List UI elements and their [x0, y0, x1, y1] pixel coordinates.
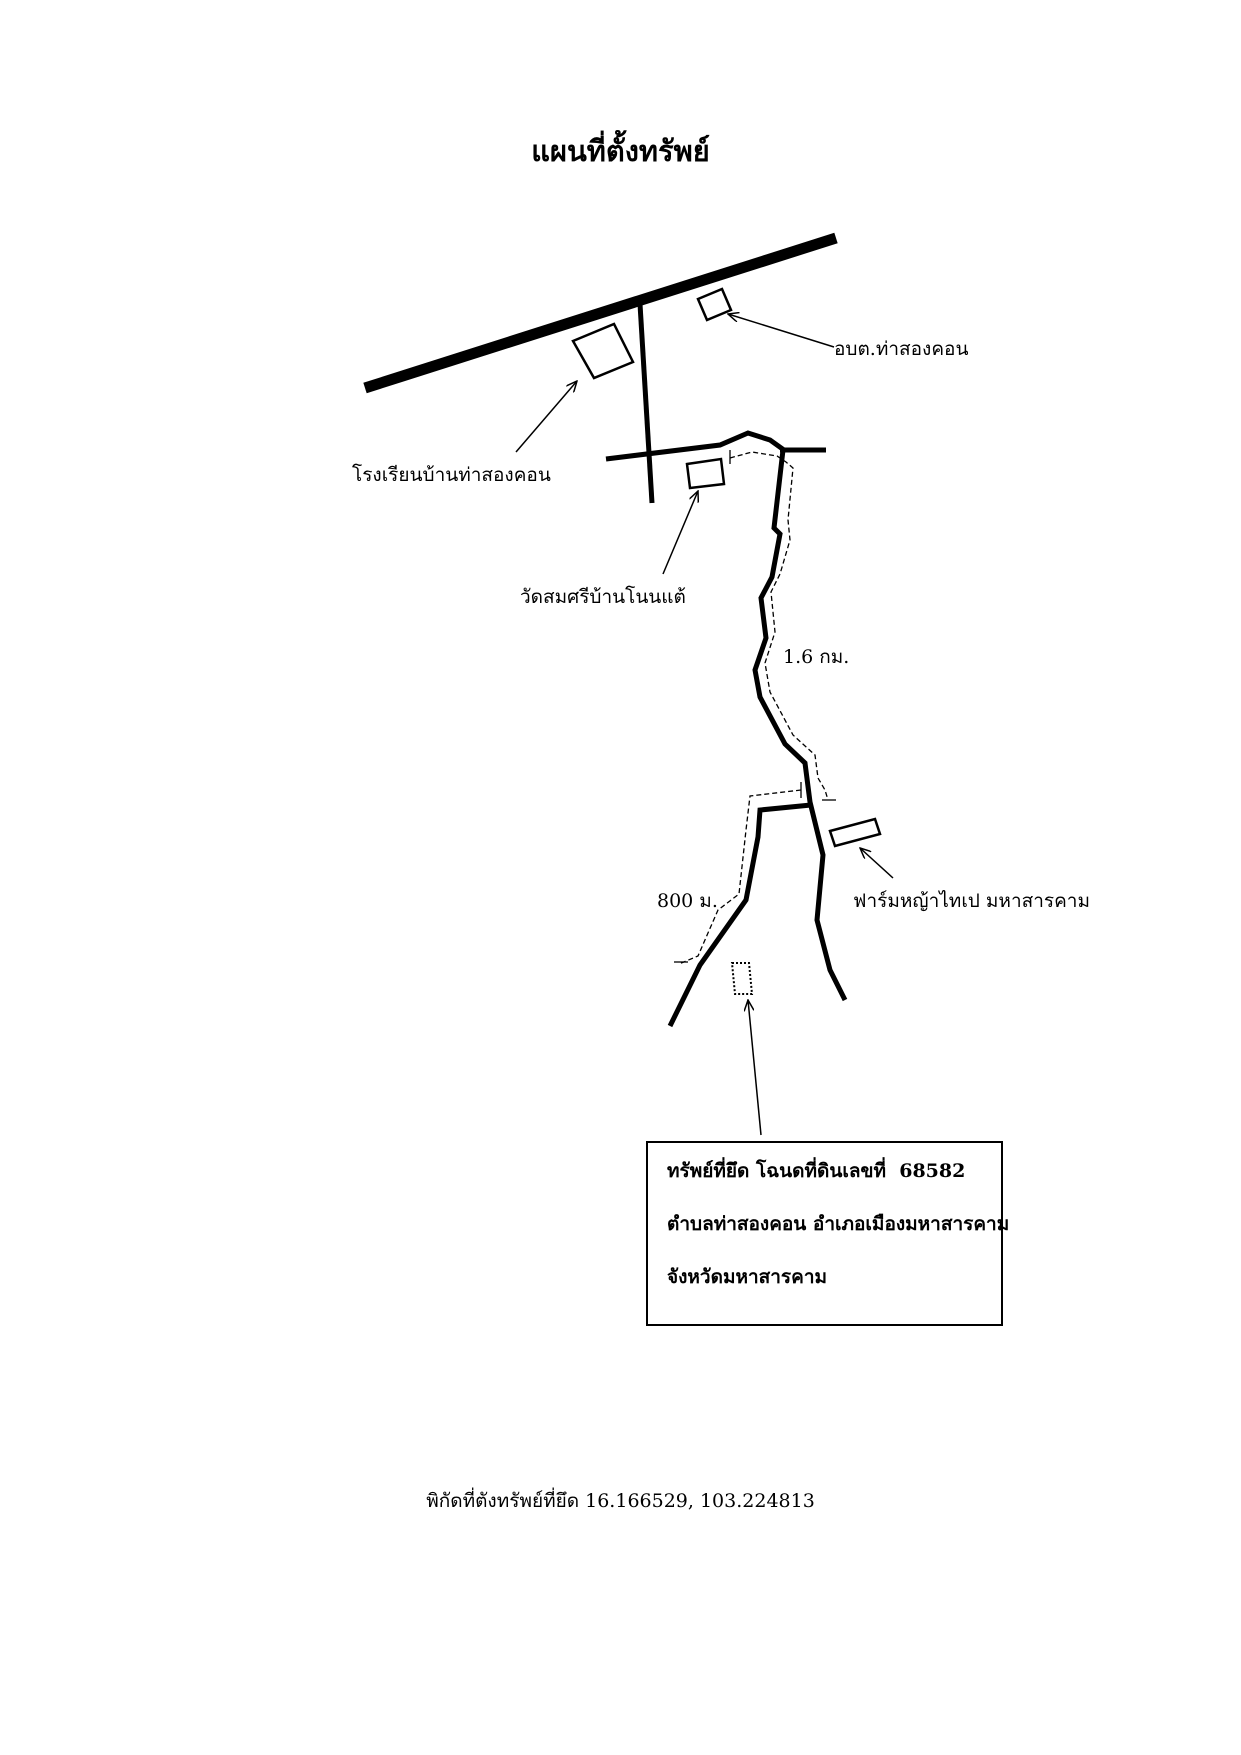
property-province-line: จังหวัดมหาสารคาม — [667, 1266, 828, 1288]
property-deed-label: ทรัพย์ที่ยึด โฉนดที่ดินเลขที่ — [667, 1160, 886, 1182]
label-distance-branch: 800 ม. — [657, 890, 718, 912]
main-road-south — [752, 449, 848, 1002]
side-road-north — [637, 303, 655, 504]
farm-arrow — [860, 848, 894, 879]
property-arrow — [748, 1000, 762, 1136]
school-arrow — [515, 381, 577, 453]
property-info-box: ทรัพย์ที่ยึด โฉนดที่ดินเลขที่ 68582 ตำบล… — [646, 1141, 1010, 1326]
label-distance-main: 1.6 กม. — [783, 646, 850, 668]
property-parcel — [730, 962, 754, 995]
property-deed-line: ทรัพย์ที่ยึด โฉนดที่ดินเลขที่ 68582 — [667, 1162, 1001, 1202]
obt-building — [696, 287, 733, 322]
school-building — [571, 322, 635, 380]
farm-building — [828, 817, 882, 848]
label-temple: วัดสมศรีบ้านโนนแต้ — [520, 586, 686, 608]
branch-road — [667, 802, 812, 1028]
map-title: แผนที่ตั้งทรัพย์ — [531, 134, 710, 168]
coordinates-text: พิกัดที่ตังทรัพย์ที่ยึด 16.166529, 103.2… — [426, 1490, 815, 1512]
label-farm: ฟาร์มหญ้าไทเป มหาสารคาม — [853, 890, 1090, 912]
distance-line-main — [729, 451, 829, 801]
label-school: โรงเรียนบ้านท่าสองคอน — [352, 464, 551, 486]
temple-building — [685, 457, 726, 490]
property-deed-number: 68582 — [899, 1160, 966, 1182]
property-address-line: ตำบลท่าสองคอน อำเภอเมืองมหาสารคาม — [667, 1213, 1010, 1235]
obt-arrow — [728, 314, 835, 348]
cross-road — [605, 430, 786, 462]
main-highway — [363, 232, 838, 394]
label-obt: อบต.ท่าสองคอน — [834, 338, 969, 360]
temple-arrow — [662, 491, 698, 575]
distance-line-branch — [678, 789, 802, 965]
